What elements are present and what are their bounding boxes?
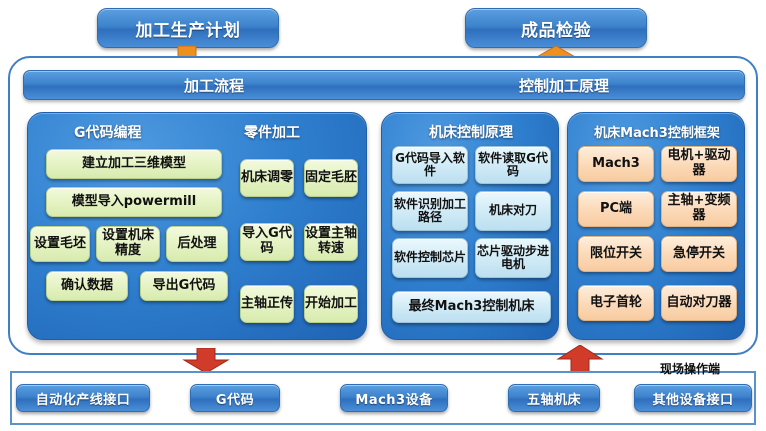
node-chip-drives-stepper: 芯片驱动步进电机 xyxy=(475,238,551,278)
node-emergency-stop-switch: 急停开关 xyxy=(661,236,737,272)
field-operation-label: 现场操作端 xyxy=(660,362,721,376)
node-start-machining: 开始加工 xyxy=(304,285,358,323)
panel-title-mach3-framework: 机床Mach3控制框架 xyxy=(594,126,720,141)
node-machine-zeroing: 机床调零 xyxy=(240,159,294,197)
node-mach3: Mach3 xyxy=(578,146,654,182)
node-fix-blank-label: 固定毛胚 xyxy=(305,169,358,185)
node-start-machining-label: 开始加工 xyxy=(305,295,358,311)
node-import-powermill: 模型导入powermill xyxy=(46,187,222,217)
node-fix-blank: 固定毛胚 xyxy=(304,159,358,197)
node-tool-setting-label: 机床对刀 xyxy=(488,203,537,218)
node-software-controls-chip: 软件控制芯片 xyxy=(392,238,468,278)
node-software-identifies-path-label: 软件识别加工路径 xyxy=(393,196,466,224)
panel-machine-control-principle: 机床控制原理 G代码导入软件 软件读取G代码 软件识别加工路径 机床对刀 软件控… xyxy=(381,112,559,340)
node-spindle-inverter: 主轴+变频器 xyxy=(661,191,737,227)
node-motor-driver-label: 电机+驱动器 xyxy=(667,148,731,178)
node-post-processing-label: 后处理 xyxy=(177,235,217,251)
node-spindle-forward: 主轴正传 xyxy=(240,285,294,323)
node-software-reads-gcode: 软件读取G代码 xyxy=(475,146,551,184)
node-machine-zeroing-label: 机床调零 xyxy=(241,169,294,185)
node-set-blank: 设置毛坯 xyxy=(30,226,90,262)
node-software-reads-gcode-label: 软件读取G代码 xyxy=(478,150,548,178)
node-set-machine-precision-label: 设置机床精度 xyxy=(101,228,154,258)
panel-title-gcode-programming: G代码编程 xyxy=(74,125,142,141)
node-import-powermill-label: 模型导入powermill xyxy=(71,193,197,209)
node-spindle-inverter-label: 主轴+变频器 xyxy=(667,193,731,223)
title-label-control-principle: 控制加工原理 xyxy=(518,76,609,95)
bottom-box-five-axis-machine: 五轴机床 xyxy=(508,384,600,412)
node-spindle-forward-label: 主轴正传 xyxy=(241,295,294,311)
section-title-bar: 加工流程 控制加工原理 xyxy=(23,70,745,100)
bottom-box-mach3-device-label: Mach3设备 xyxy=(355,392,433,408)
node-import-gcode: 导入G代码 xyxy=(240,223,294,261)
node-electronic-handwheel-label: 电子首轮 xyxy=(589,294,642,310)
node-emergency-stop-switch-label: 急停开关 xyxy=(672,245,725,261)
node-export-gcode-label: 导出G代码 xyxy=(152,277,216,293)
top-box-final-inspection-label: 成品检验 xyxy=(521,20,591,41)
bottom-box-five-axis-machine-label: 五轴机床 xyxy=(526,392,581,408)
node-pc-terminal: PC端 xyxy=(578,191,654,227)
top-box-production-plan: 加工生产计划 xyxy=(97,8,279,48)
bottom-box-other-device-interface-label: 其他设备接口 xyxy=(652,392,734,408)
top-box-production-plan-label: 加工生产计划 xyxy=(135,20,241,41)
node-build-3d-model: 建立加工三维模型 xyxy=(46,149,222,179)
node-confirm-data-label: 确认数据 xyxy=(60,277,113,293)
bottom-box-automation-line-interface: 自动化产线接口 xyxy=(16,384,150,412)
node-final-mach3-controls-machine: 最终Mach3控制机床 xyxy=(392,291,551,323)
node-motor-driver: 电机+驱动器 xyxy=(661,146,737,182)
node-build-3d-model-label: 建立加工三维模型 xyxy=(81,155,186,171)
arrow-up-red-icon xyxy=(556,345,604,373)
title-label-machining-flow: 加工流程 xyxy=(183,76,244,95)
node-confirm-data: 确认数据 xyxy=(46,271,128,301)
panel-title-machine-control-principle: 机床控制原理 xyxy=(429,125,513,141)
node-set-blank-label: 设置毛坯 xyxy=(33,235,86,251)
node-mach3-label: Mach3 xyxy=(592,155,640,171)
node-auto-tool-setter: 自动对刀器 xyxy=(661,285,737,321)
node-software-identifies-path: 软件识别加工路径 xyxy=(392,191,468,231)
node-gcode-into-software-label: G代码导入软件 xyxy=(395,150,465,178)
node-electronic-handwheel: 电子首轮 xyxy=(578,285,654,321)
node-limit-switch-label: 限位开关 xyxy=(589,245,642,261)
node-set-machine-precision: 设置机床精度 xyxy=(96,226,160,262)
node-chip-drives-stepper-label: 芯片驱动步进电机 xyxy=(476,243,549,271)
node-final-mach3-controls-machine-label: 最终Mach3控制机床 xyxy=(408,298,535,314)
node-post-processing: 后处理 xyxy=(166,226,228,262)
node-set-spindle-speed: 设置主轴转速 xyxy=(304,223,358,261)
node-tool-setting: 机床对刀 xyxy=(475,191,551,231)
bottom-box-gcode-label: G代码 xyxy=(215,392,255,408)
node-gcode-into-software: G代码导入软件 xyxy=(392,146,468,184)
node-export-gcode: 导出G代码 xyxy=(140,271,228,301)
panel-title-part-machining: 零件加工 xyxy=(244,125,300,141)
bottom-box-gcode: G代码 xyxy=(190,384,280,412)
bottom-box-mach3-device: Mach3设备 xyxy=(340,384,448,412)
arrow-down-red-icon xyxy=(182,348,230,374)
node-software-controls-chip-label: 软件控制芯片 xyxy=(393,250,466,265)
top-box-final-inspection: 成品检验 xyxy=(465,8,647,48)
bottom-box-automation-line-interface-label: 自动化产线接口 xyxy=(35,392,131,408)
bottom-box-other-device-interface: 其他设备接口 xyxy=(634,384,752,412)
panel-mach3-framework: 机床Mach3控制框架 Mach3 电机+驱动器 PC端 主轴+变频器 限位开关… xyxy=(567,112,745,340)
node-set-spindle-speed-label: 设置主轴转速 xyxy=(305,226,358,256)
node-pc-terminal-label: PC端 xyxy=(599,200,633,216)
node-auto-tool-setter-label: 自动对刀器 xyxy=(666,294,732,310)
node-import-gcode-label: 导入G代码 xyxy=(242,226,292,256)
panel-machining-flow: G代码编程 零件加工 建立加工三维模型 模型导入powermill 设置毛坯 设… xyxy=(27,112,367,340)
node-limit-switch: 限位开关 xyxy=(578,236,654,272)
